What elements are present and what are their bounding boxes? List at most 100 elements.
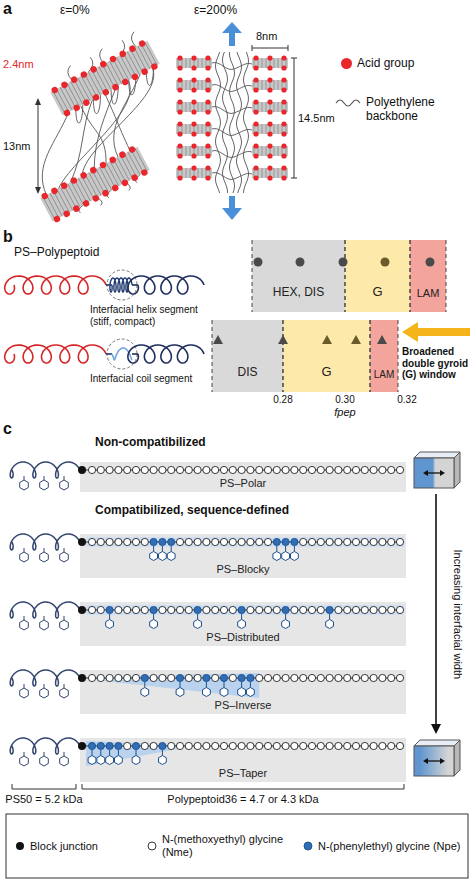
width-arrow-head: [440, 758, 445, 764]
acid-group: [109, 55, 118, 64]
folded-chain: [266, 146, 267, 156]
phenyl-ring: [60, 480, 69, 490]
npe-unit: [150, 606, 157, 613]
nme-unit: [379, 674, 386, 681]
interface-circle: [107, 339, 137, 369]
polystyrene-coil: [10, 534, 80, 550]
phase-region: DIS: [212, 320, 283, 392]
panel-letter: b: [3, 228, 13, 246]
nme-unit: [256, 742, 263, 749]
phenyl-link: [206, 682, 207, 688]
acid-group: [281, 99, 286, 104]
strain-arrow: [229, 196, 235, 209]
nme-unit: [194, 674, 201, 681]
group-heading: Compatibilized, sequence-defined: [95, 504, 289, 518]
acid-group: [267, 153, 272, 158]
npe-unit: [106, 606, 113, 613]
nme-unit: [220, 742, 227, 749]
dimension-line: [252, 48, 288, 49]
nme-unit: [396, 466, 403, 473]
npe-unit: [159, 538, 166, 545]
nme-unit: [115, 674, 122, 681]
phenyl-ring: [88, 756, 96, 765]
folded-chain: [190, 102, 191, 112]
legend-sample-junction: [16, 842, 24, 850]
phenyl-link: [224, 682, 225, 688]
phenyl-ring: [20, 756, 29, 766]
folded-chain: [135, 148, 147, 171]
data-point-circle: [381, 258, 390, 267]
polystyrene-coil: [10, 602, 80, 618]
nme-unit: [194, 742, 201, 749]
nme-unit: [256, 466, 263, 473]
acid-group: [253, 175, 258, 180]
acid-group: [70, 176, 79, 185]
nme-unit: [300, 538, 307, 545]
phenyl-ring: [176, 688, 184, 697]
folded-chain: [266, 58, 267, 68]
phase-region-fill: [212, 320, 283, 392]
phase-region: HEX, DIS: [252, 240, 345, 312]
phenyl-ring: [60, 688, 69, 698]
acid-group: [205, 109, 210, 114]
acid-group: [191, 121, 196, 126]
phase-boundary: [252, 240, 253, 312]
nme-unit: [379, 466, 386, 473]
nme-unit: [247, 538, 254, 545]
nme-unit: [352, 674, 359, 681]
acid-group: [205, 65, 210, 70]
folded-chain: [274, 58, 275, 68]
polymer-name: PS–Inverse: [215, 699, 272, 712]
nme-unit: [388, 742, 395, 749]
nme-unit: [132, 606, 139, 613]
acid-group: [50, 86, 59, 95]
segment-note: Interfacial coil segment: [90, 373, 208, 385]
npe-unit: [141, 674, 148, 681]
phenyl-ring: [141, 688, 149, 697]
polymer-name: PS–Taper: [219, 767, 267, 780]
nme-unit: [335, 606, 342, 613]
interface-cube-top: [414, 452, 460, 458]
polymer-title: PS–Polypeptoid: [14, 246, 99, 260]
data-point-triangle: [278, 335, 288, 344]
acid-group: [111, 83, 120, 92]
folded-chain: [278, 102, 279, 112]
nme-unit: [256, 538, 263, 545]
acid-group: [267, 99, 272, 104]
nme-unit: [150, 742, 157, 749]
acid-group: [60, 181, 69, 190]
interface-cube-top: [414, 740, 460, 746]
nme-unit: [256, 674, 263, 681]
chain-tail: [131, 32, 136, 47]
folded-chain: [278, 124, 279, 134]
polymer-band: PS–Blocky: [80, 534, 406, 578]
acid-group: [267, 87, 272, 92]
phenyl-ring: [20, 688, 29, 698]
dimension-tick: [291, 178, 297, 179]
axis-tick: 0.28: [273, 394, 292, 406]
phenyl-ring: [60, 552, 69, 562]
phenyl-ring: [238, 620, 246, 629]
phase-boundary: [370, 320, 371, 392]
polystyrene-coil: [5, 276, 106, 294]
phenyl-link: [294, 546, 295, 552]
nme-unit: [300, 466, 307, 473]
nme-unit: [212, 742, 219, 749]
folded-chain: [266, 124, 267, 134]
nme-unit: [396, 606, 403, 613]
polymer-band: PS–Distributed: [80, 602, 406, 646]
acid-group: [177, 121, 182, 126]
nme-unit: [124, 674, 131, 681]
folded-chain: [198, 168, 199, 178]
axis-title: fpep: [334, 406, 355, 419]
nme-unit: [220, 538, 227, 545]
nme-unit: [203, 538, 210, 545]
nme-unit: [256, 606, 263, 613]
polystyrene-coil: [10, 738, 80, 754]
nme-unit: [273, 742, 280, 749]
nme-unit: [185, 606, 192, 613]
nme-unit: [396, 674, 403, 681]
nme-unit: [282, 674, 289, 681]
phenyl-link: [44, 752, 45, 756]
nme-unit: [291, 466, 298, 473]
